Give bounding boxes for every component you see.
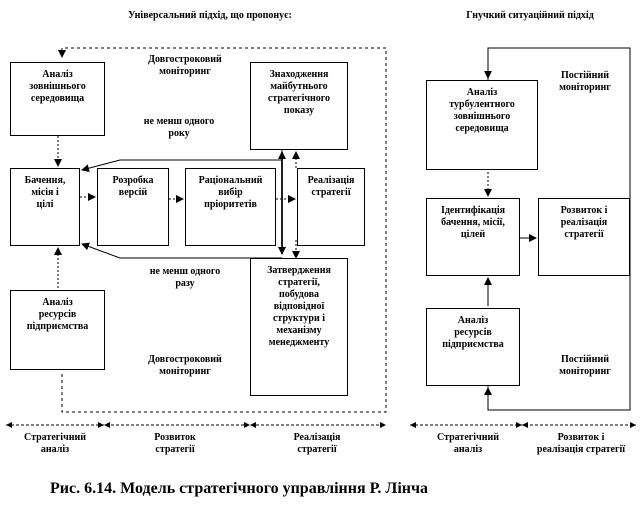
box-right-resources: Аналіз ресурсів підприємства [426,308,520,386]
box-turbulent-analysis-text: Аналіз турбулентного зовнішнього середов… [449,87,515,134]
box-resource-analysis-text: Аналіз ресурсів підприємства [26,297,89,332]
header-flexible: Гнучкий ситуаційний підхід [466,10,594,21]
box-future-finding: Знаходження майбутнього стратегічного по… [250,62,348,150]
box-vision-text: Бачення, місія і цілі [24,175,66,210]
box-develop-implement-text: Розвиток і реалізація стратегії [560,205,608,240]
box-resource-analysis: Аналіз ресурсів підприємства [10,290,105,370]
box-env-analysis-text: Аналіз зовнішнього середовища [29,69,86,104]
label-right-monitor-top: Постійний моніторинг [559,70,611,93]
label-monitor-bottom: Довгостроковий моніторинг [148,354,222,377]
box-develop-implement: Розвиток і реалізація стратегії [538,198,630,276]
phase-left-implementation: Реалізація стратегії [293,432,341,455]
box-rational-choice: Раціональний вибір пріоритетів [185,168,276,246]
box-env-analysis: Аналіз зовнішнього середовища [10,62,105,136]
box-right-resources-text: Аналіз ресурсів підприємства [442,315,504,350]
label-monitor-top: Довгостроковий моніторинг [148,54,222,77]
phase-right-analysis: Стратегічний аналіз [436,432,500,455]
arrow-approve-vision [81,242,282,259]
figure-caption: Рис. 6.14. Модель стратегічного управлін… [50,480,429,497]
box-future-finding-text: Знаходження майбутнього стратегічного по… [267,69,331,116]
box-implementation: Реалізація стратегії [297,168,365,246]
box-turbulent-analysis: Аналіз турбулентного зовнішнього середов… [426,80,538,170]
box-approve-strategy-text: Затвердження стратегії, побудова відпові… [267,265,331,348]
box-develop-versions-text: Розробка версій [112,175,154,198]
label-right-monitor-bottom: Постійний моніторинг [559,354,611,377]
header-universal: Універсальний підхід, що пропонує: [128,10,292,21]
phase-left-development: Розвиток стратегії [154,432,196,455]
arrow-future-vision [81,150,283,173]
phase-left-analysis: Стратегічний аналіз [23,432,87,455]
label-frequency-bottom: не менш одного разу [149,266,221,289]
box-identification: Ідентифікація бачення, місії, цілей [426,198,520,276]
box-develop-versions: Розробка версій [97,168,169,246]
box-identification-text: Ідентифікація бачення, місії, цілей [440,205,506,240]
phase-right-development: Розвиток і реалізація стратегії [536,432,626,455]
box-implementation-text: Реалізація стратегії [307,175,355,198]
box-approve-strategy: Затвердження стратегії, побудова відпові… [250,258,348,396]
label-frequency-top: не менш одного року [143,116,215,139]
box-vision: Бачення, місія і цілі [10,168,80,246]
box-rational-choice-text: Раціональний вибір пріоритетів [198,175,263,210]
